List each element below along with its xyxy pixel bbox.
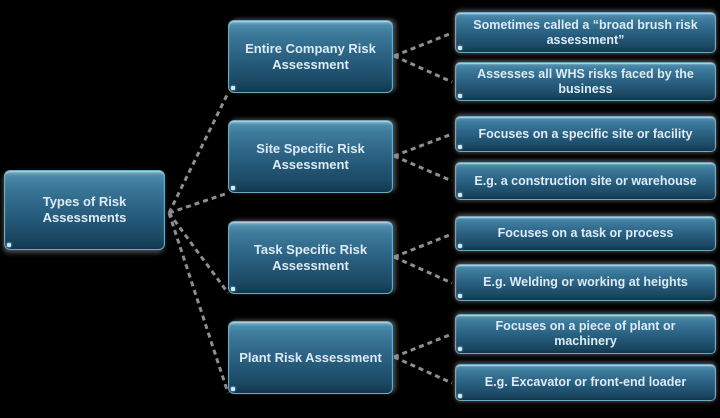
node-label: Entire Company Risk Assessment [245, 40, 376, 72]
node-broad-brush-note[interactable]: Sometimes called a “broad brush risk ass… [455, 12, 716, 53]
connector-root-branch1 [167, 92, 230, 214]
node-specific-site-note[interactable]: Focuses on a specific site or facility [455, 116, 716, 152]
node-excavator-example[interactable]: E.g. Excavator or front-end loader [455, 364, 716, 401]
connector-branch3-leaf5 [393, 232, 453, 259]
node-label: E.g. a construction site or warehouse [474, 173, 697, 188]
node-entire-company-risk-assessment[interactable]: Entire Company Risk Assessment [228, 20, 393, 93]
node-label: Assesses all WHS risks faced by the busi… [477, 66, 694, 96]
corner-dot [231, 86, 235, 90]
corner-dot [458, 193, 462, 197]
corner-dot [458, 244, 462, 248]
node-label: Plant Risk Assessment [239, 349, 382, 365]
corner-dot [458, 46, 462, 50]
node-label: E.g. Excavator or front-end loader [484, 375, 687, 389]
corner-dot [458, 145, 462, 149]
connector-branch1-leaf1 [393, 31, 453, 58]
node-task-specific-risk-assessment[interactable]: Task Specific Risk Assessment [228, 221, 393, 294]
corner-dot [458, 347, 462, 351]
connector-branch4-leaf8 [393, 355, 453, 385]
connector-branch2-leaf3 [393, 132, 453, 158]
corner-dot [231, 186, 235, 190]
node-label: Sometimes called a “broad brush risk ass… [473, 17, 698, 47]
node-label: Types of Risk Assessments [42, 194, 127, 225]
corner-dot [231, 287, 235, 291]
node-label: E.g. Welding or working at heights [483, 275, 688, 289]
node-task-or-process-note[interactable]: Focuses on a task or process [455, 216, 716, 251]
corner-dot [458, 294, 462, 298]
node-welding-example[interactable]: E.g. Welding or working at heights [455, 264, 716, 301]
connector-root-branch3 [167, 212, 230, 294]
node-construction-site-example[interactable]: E.g. a construction site or warehouse [455, 162, 716, 200]
connector-branch1-leaf2 [393, 54, 453, 84]
node-label: Focuses on a task or process [497, 226, 674, 240]
node-plant-risk-assessment[interactable]: Plant Risk Assessment [228, 321, 393, 394]
node-label: Focuses on a piece of plant or machinery [495, 319, 676, 348]
connector-branch3-leaf6 [393, 255, 453, 285]
node-types-of-risk-assessments[interactable]: Types of Risk Assessments [4, 170, 165, 250]
corner-dot [458, 94, 462, 98]
connector-root-branch4 [167, 212, 230, 394]
node-label: Focuses on a specific site or facility [478, 126, 693, 141]
connector-branch4-leaf7 [393, 332, 453, 359]
corner-dot [231, 387, 235, 391]
connector-branch2-leaf4 [393, 154, 453, 183]
node-plant-machinery-note[interactable]: Focuses on a piece of plant or machinery [455, 314, 716, 354]
node-label: Site Specific Risk Assessment [256, 140, 365, 172]
node-assesses-whs-risks-note[interactable]: Assesses all WHS risks faced by the busi… [455, 62, 716, 101]
corner-dot [458, 394, 462, 398]
corner-dot [7, 243, 11, 247]
node-site-specific-risk-assessment[interactable]: Site Specific Risk Assessment [228, 120, 393, 193]
connector-root-branch2 [168, 191, 229, 215]
node-label: Task Specific Risk Assessment [253, 241, 368, 273]
